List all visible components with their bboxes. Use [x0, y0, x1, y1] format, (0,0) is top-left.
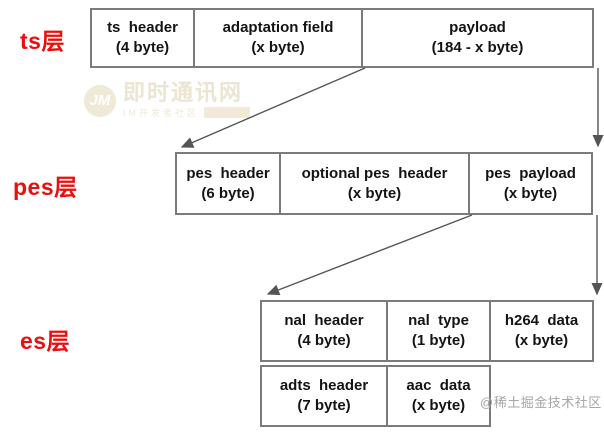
- box-nal-type: nal type (1 byte): [386, 300, 491, 362]
- box-title: adts header: [279, 377, 369, 394]
- im-site-logo-icon: JM: [84, 84, 116, 117]
- box-size: (x byte): [503, 184, 558, 202]
- box-size: (4 byte): [115, 39, 170, 56]
- box-title: pes payload: [485, 164, 576, 182]
- es-layer-audio-row: adts header (7 byte) aac data (x byte): [260, 365, 491, 427]
- watermark-im-site: JM 即时通讯网 IM开发者社区: [84, 82, 250, 119]
- box-size: (x byte): [514, 332, 569, 349]
- box-pes-payload: pes payload (x byte): [468, 152, 593, 215]
- ts-layer-label: ts层: [20, 28, 65, 54]
- box-ts-payload: payload (184 - x byte): [361, 8, 594, 68]
- box-pes-header: pes header (6 byte): [175, 152, 281, 215]
- box-size: (184 - x byte): [431, 39, 524, 56]
- box-title: aac data: [406, 377, 471, 394]
- ts-layer-row: ts header (4 byte) adaptation field (x b…: [90, 8, 594, 68]
- im-site-badge: [204, 107, 250, 118]
- box-title: nal type: [408, 312, 469, 329]
- box-title: optional pes header: [301, 164, 448, 182]
- box-ts-header: ts header (4 byte): [90, 8, 195, 68]
- box-size: (x byte): [251, 39, 305, 56]
- box-title: pes header: [186, 164, 270, 182]
- box-size: (1 byte): [411, 332, 466, 349]
- box-title: payload: [449, 19, 506, 36]
- pes-layer-row: pes header (6 byte) optional pes header …: [175, 152, 593, 215]
- box-adts-header: adts header (7 byte): [260, 365, 388, 427]
- box-h264-data: h264 data (x byte): [489, 300, 594, 362]
- pes-layer-label: pes层: [13, 174, 78, 200]
- box-aac-data: aac data (x byte): [386, 365, 491, 427]
- es-layer-label: es层: [20, 328, 71, 354]
- im-site-subtitle: IM开发者社区: [123, 108, 199, 118]
- box-title: nal header: [284, 312, 364, 329]
- box-adaptation-field: adaptation field (x byte): [193, 8, 363, 68]
- es-layer-video-row: nal header (4 byte) nal type (1 byte) h2…: [260, 300, 594, 362]
- im-site-subrow: IM开发者社区: [123, 106, 250, 119]
- box-size: (4 byte): [297, 332, 351, 349]
- box-optional-pes-header: optional pes header (x byte): [279, 152, 470, 215]
- watermark-juejin: @稀土掘金技术社区: [480, 395, 602, 410]
- box-size: (x byte): [347, 184, 402, 202]
- box-title: h264 data: [504, 312, 579, 329]
- box-size: (7 byte): [297, 397, 351, 414]
- box-size: (6 byte): [201, 184, 255, 202]
- box-title: adaptation field: [222, 19, 334, 36]
- box-title: ts header: [107, 19, 178, 36]
- box-size: (x byte): [411, 397, 466, 414]
- im-site-text-block: 即时通讯网 IM开发者社区: [123, 82, 250, 119]
- box-nal-header: nal header (4 byte): [260, 300, 388, 362]
- im-site-title: 即时通讯网: [123, 80, 244, 105]
- arrow-pes-to-es-left: [266, 214, 473, 296]
